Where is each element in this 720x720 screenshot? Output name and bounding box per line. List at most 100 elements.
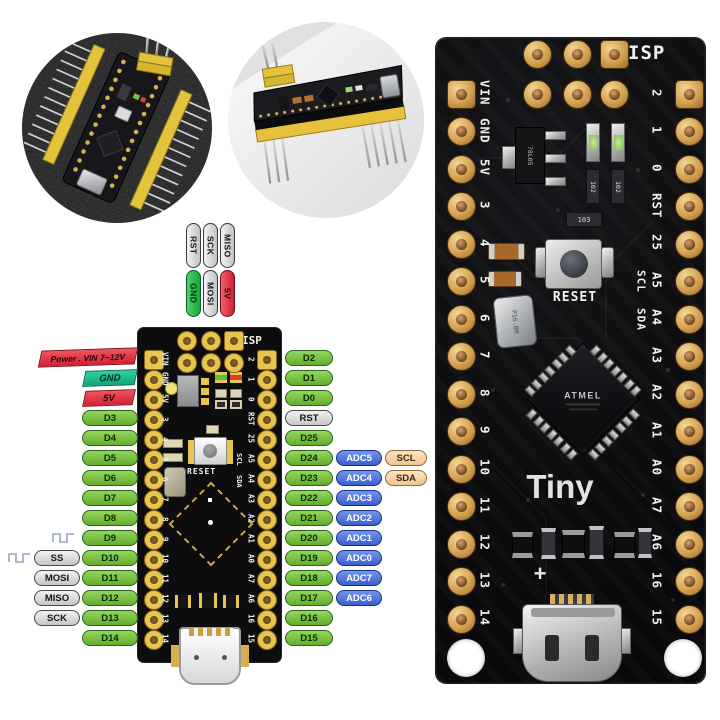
isp-pad (599, 39, 629, 69)
silk-right-15: 15 (649, 609, 665, 627)
pinout-pill-rst: RST (285, 410, 333, 426)
pad-hole (263, 616, 271, 624)
reset-switch (545, 239, 602, 289)
pad-hole (455, 576, 467, 587)
silk-right-a6: A6 (246, 594, 256, 604)
isp-header-up (261, 39, 296, 88)
regulator-leg (545, 177, 566, 186)
transistor (614, 532, 635, 558)
isp-pad (522, 39, 552, 69)
transistor (199, 593, 217, 608)
capacitor (163, 439, 183, 448)
chip-logo: ATMEL (564, 390, 602, 401)
pad-hole (150, 356, 158, 364)
pad-hole (183, 359, 191, 367)
chip-body: ATMEL (524, 342, 642, 461)
silk-left-14: 14 (160, 634, 170, 644)
pad-hole (150, 396, 158, 404)
pinout-diagram-board: ISP RESET (137, 327, 282, 685)
pad-left-7 (446, 342, 476, 371)
transistor (562, 530, 585, 558)
mcu-chip (96, 129, 124, 158)
led (355, 84, 363, 91)
isp-pad (224, 331, 244, 351)
resistor (638, 528, 652, 558)
pad-left-5v (144, 390, 164, 410)
pad-hole (263, 496, 271, 504)
yellow-header-strip-right (129, 89, 193, 211)
isp-flying-label-rst: RST (186, 223, 201, 268)
isp-pad (562, 39, 592, 69)
silk-right-a2: A2 (649, 384, 665, 402)
led-die (589, 135, 598, 150)
pinout-pill-d12: D12 (82, 590, 138, 606)
pad-left-9 (446, 417, 476, 446)
capacitor (488, 243, 525, 260)
usb-dot (194, 655, 199, 660)
pad-hole (263, 596, 271, 604)
pad-hole (207, 337, 215, 345)
isp-flying-label-gnd: GND (186, 270, 201, 317)
micro-usb (76, 169, 108, 195)
board-front-edge (254, 96, 404, 131)
pad-hole (455, 163, 467, 175)
via (641, 493, 645, 497)
silk-right-a0: A0 (649, 459, 665, 477)
isp-flying-label-miso: MISO (220, 223, 235, 268)
isp-pad (177, 353, 197, 373)
silk-left-7: 7 (160, 496, 170, 502)
silk-sda: SDA (634, 307, 648, 331)
pad-right-2 (257, 350, 277, 370)
pad-hole (150, 456, 158, 464)
pad-right-15 (257, 630, 277, 650)
green-led (586, 123, 600, 162)
pad-hole (455, 201, 467, 212)
green-led (215, 372, 227, 383)
pinout-pill-d19: D19 (285, 550, 333, 566)
usb-slot (545, 635, 559, 661)
pad-left-12 (446, 529, 476, 559)
micro-usb (379, 74, 401, 98)
mcu-chip: ATMEL (524, 342, 642, 461)
silk-left-gnd: GND (477, 117, 493, 144)
micro-usb (513, 594, 631, 686)
plus-silk-mark: + (533, 561, 547, 586)
pad-hole (683, 201, 695, 212)
pad-hole (455, 351, 467, 362)
pad-hole (455, 313, 467, 325)
via (666, 368, 670, 372)
capacitor (206, 425, 219, 434)
pad-hole (230, 337, 238, 345)
pad-left-11 (446, 492, 476, 521)
pinout-pill-d5: D5 (82, 450, 138, 466)
pinout-pill-sck: SCK (34, 610, 80, 626)
pad-hole (683, 388, 695, 400)
pad-left-3 (446, 192, 476, 221)
silk-right-2: 2 (649, 88, 665, 98)
silk-right-0: 0 (246, 396, 256, 402)
crystal: P16.0M (492, 294, 538, 349)
silk-left-10: 10 (160, 554, 170, 564)
header-pins-right (143, 101, 212, 213)
isp-silk-label: ISP (628, 42, 666, 64)
pad-left-vin (446, 79, 476, 109)
pad-hole (150, 496, 158, 504)
transistor (512, 532, 533, 558)
pwm-waveform-icon (52, 531, 76, 549)
pad-hole (207, 359, 215, 367)
pinout-pill-scl: SCL (385, 450, 427, 466)
pad-hole (455, 613, 467, 625)
silk-left-6: 6 (160, 476, 170, 482)
pad-left-6 (446, 304, 476, 334)
resistor (589, 526, 604, 559)
red-led (139, 96, 147, 104)
pinout-pill-d23: D23 (285, 470, 333, 486)
pad-hole (263, 536, 271, 544)
usb-dot (222, 655, 227, 660)
silk-right-a4: A4 (649, 309, 665, 327)
pinout-pill-adc4: ADC4 (336, 470, 382, 486)
resistor: 102 (611, 169, 625, 204)
pad-right-25 (674, 229, 704, 259)
resistor: 103 (566, 212, 602, 227)
